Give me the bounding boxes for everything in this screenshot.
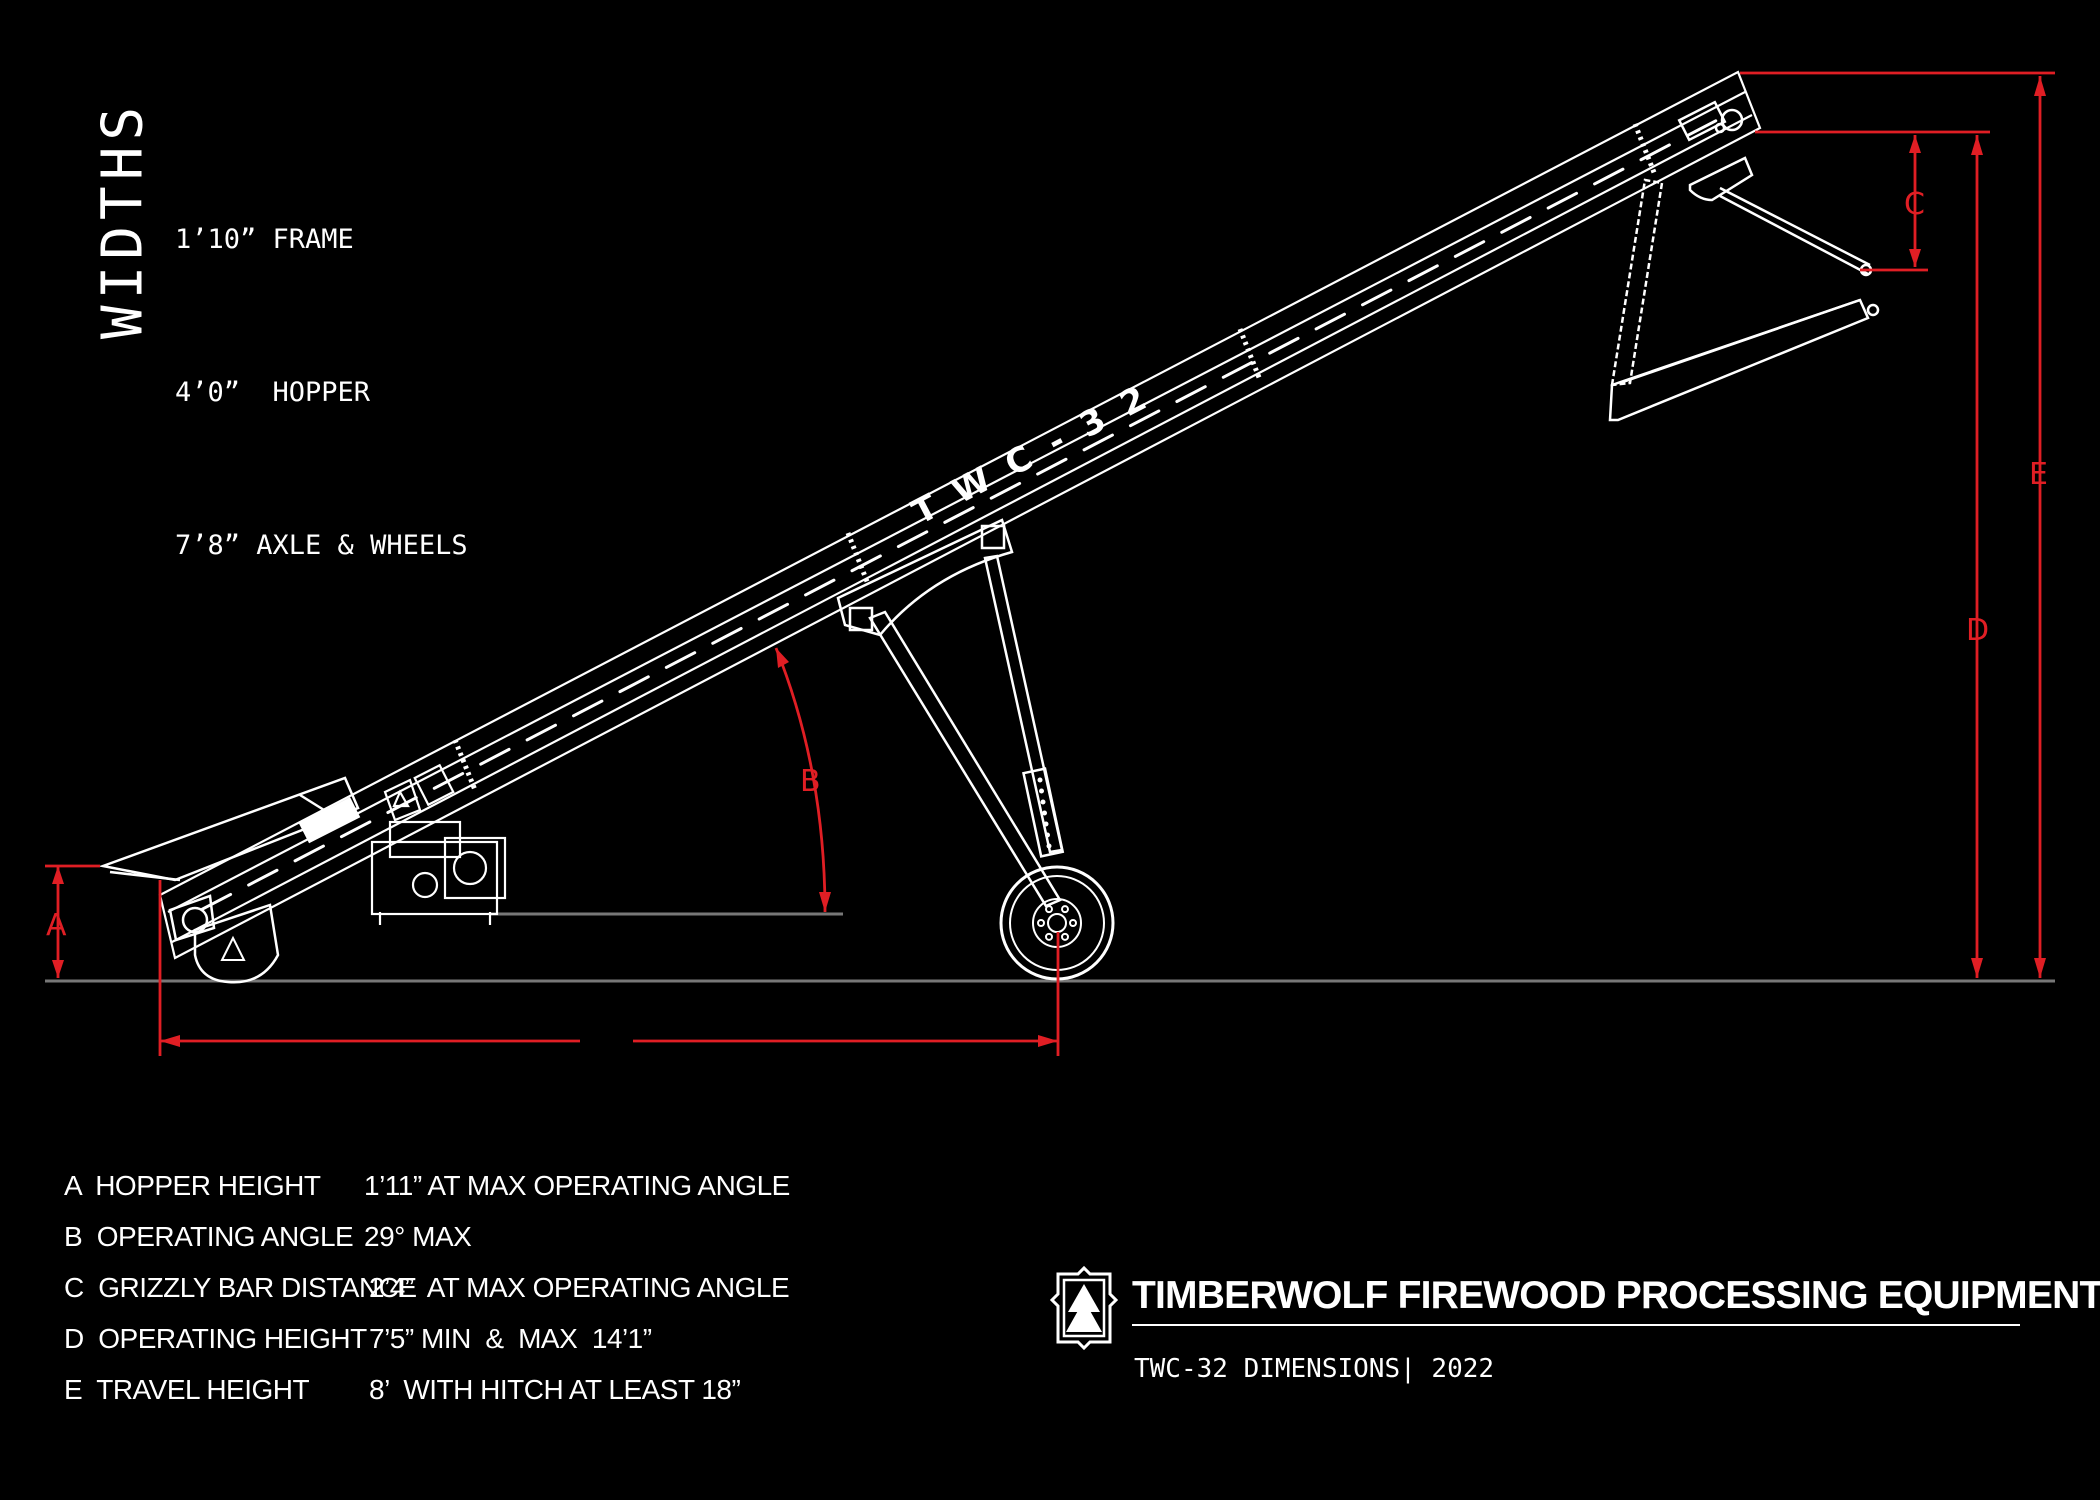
- frame-slots: [200, 119, 1718, 911]
- legend-label: E TRAVEL HEIGHT: [64, 1374, 310, 1405]
- wheel-lug: [1037, 919, 1045, 927]
- wheel-lug: [1045, 905, 1053, 914]
- wheel-lug: [1069, 919, 1077, 927]
- timberwolf-tree-logo-icon: [1049, 1266, 1119, 1350]
- dim-letter-a: A: [46, 908, 67, 943]
- frame-slot: [1685, 119, 1718, 138]
- frame-slot: [1128, 409, 1161, 428]
- widths-list: 1’10” FRAME 4’0” HOPPER 7’8” AXLE & WHEE…: [175, 112, 468, 622]
- dimension-annotations: [45, 71, 2055, 1056]
- dim-letter-c: C: [1904, 187, 1925, 222]
- legend-label: B OPERATING ANGLE: [64, 1221, 354, 1252]
- dimension-letters: A B C D E: [46, 187, 2048, 943]
- frame-slot: [572, 699, 604, 718]
- legend-value: 2’4” AT MAX OPERATING ANGLE: [369, 1272, 790, 1303]
- machine-label: TWC-32: [906, 368, 1173, 533]
- leg-hole: [1037, 777, 1043, 783]
- dim-letter-b: B: [800, 764, 821, 799]
- frame-slot: [618, 675, 650, 694]
- leg-hole: [1043, 821, 1049, 827]
- frame-slot: [1500, 215, 1532, 234]
- frame-slot: [479, 747, 511, 766]
- chain-segments: [452, 123, 1658, 791]
- frame-slot: [1593, 167, 1625, 186]
- frame-slot: [804, 578, 836, 597]
- frame-slot: [850, 554, 882, 573]
- brand-divider: [1132, 1324, 2020, 1326]
- legend-value: 7’5” MIN & MAX 14’1”: [369, 1323, 652, 1354]
- frame-slot: [1175, 385, 1207, 404]
- legend-value: 1’11” AT MAX OPERATING ANGLE: [364, 1170, 790, 1201]
- legend-label: D OPERATING HEIGHT: [64, 1323, 367, 1354]
- frame-slot: [200, 892, 233, 911]
- brand-subtitle: TWC-32 DIMENSIONS| 2022: [1134, 1354, 1495, 1384]
- legend-value: 8’ WITH HITCH AT LEAST 18”: [369, 1374, 741, 1405]
- discharge-head: [1677, 100, 1744, 142]
- frame-slot: [1407, 264, 1439, 283]
- frame-slot: [1036, 457, 1068, 476]
- frame-slot: [525, 723, 557, 742]
- frame-slot: [1361, 288, 1393, 307]
- width-item-axle: 7’8” AXLE & WHEELS: [175, 530, 468, 561]
- legend-label: C GRIZZLY BAR DISTANCE: [64, 1272, 417, 1303]
- leg-hole: [1039, 788, 1044, 794]
- infeed-hopper: [98, 776, 361, 882]
- frame-slot: [247, 868, 279, 887]
- leg-holes: [1037, 777, 1052, 849]
- grizzly-chute: [1608, 156, 1880, 422]
- widths-title: WIDTHS: [90, 100, 156, 340]
- wheel-lug: [1061, 932, 1069, 941]
- leg-hole: [1040, 799, 1046, 805]
- dim-letter-e: E: [2029, 457, 2048, 492]
- dim-letter-d: D: [1966, 613, 1989, 648]
- engine: [370, 763, 507, 925]
- mid-bracket: [836, 518, 1014, 637]
- leg-hole: [1045, 832, 1050, 838]
- frame-slot: [989, 481, 1022, 500]
- frame-slot: [1314, 312, 1346, 331]
- legend-value: 29° MAX: [364, 1221, 472, 1252]
- frame-slot: [711, 626, 743, 645]
- frame-slot: [339, 820, 372, 839]
- tail-housing: [168, 894, 280, 984]
- leg-hole: [1046, 843, 1052, 849]
- frame-slot: [896, 530, 929, 549]
- width-item-frame: 1’10” FRAME: [175, 224, 354, 255]
- frame-slot: [1221, 361, 1254, 379]
- frame-slot: [1268, 336, 1300, 355]
- frame-slot: [757, 602, 790, 621]
- legend-label: A HOPPER HEIGHT: [64, 1170, 321, 1201]
- conveyor-frame: [158, 70, 1762, 960]
- frame-slot: [664, 651, 697, 669]
- frame-slot: [943, 506, 975, 524]
- leg-hole: [1042, 810, 1047, 816]
- frame-slot: [1639, 143, 1671, 162]
- wheel-lug: [1045, 932, 1053, 941]
- frame-slot: [293, 844, 325, 863]
- wheel-lug: [1061, 905, 1069, 914]
- widths-heading: WIDTHS: [78, 90, 168, 350]
- frame-slot: [1082, 433, 1114, 452]
- frame-slot: [1453, 240, 1486, 258]
- frame-slot: [1546, 191, 1579, 210]
- width-item-hopper: 4’0” HOPPER: [175, 377, 371, 408]
- support-legs: [868, 554, 1065, 908]
- brand-title: TIMBERWOLF FIREWOOD PROCESSING EQUIPMENT: [1132, 1274, 2100, 1317]
